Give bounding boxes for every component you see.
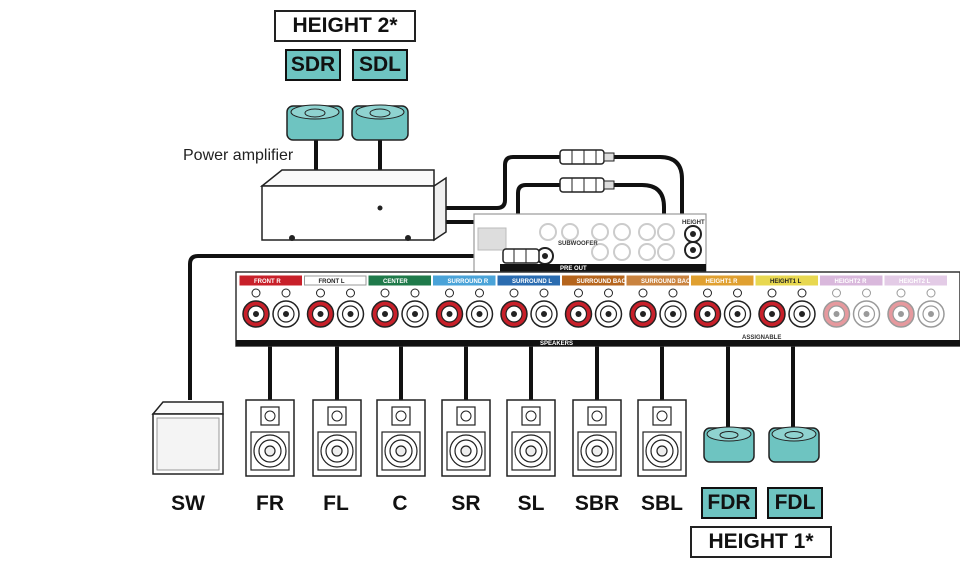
receiver-speaker-panel: FRONT R FRONT L CENTER SURROUND R SURROUND L… [235,271,960,347]
tag-sdl: SDL [352,49,408,81]
terminal-plus [371,288,399,328]
floor-speaker [245,399,295,477]
speaker-label-sr: SR [451,492,481,515]
floor-speaker [506,399,556,477]
terminal-plus [306,288,335,328]
channel-bar [497,275,560,286]
terminal-minus [336,288,365,328]
speaker-label-sbr: SBR [574,492,620,515]
floor-speakers [245,399,687,477]
floor-speaker [312,399,362,477]
channel-bar [820,275,883,286]
terminal-minus [465,288,494,328]
channel-bar-label: FRONT L [319,279,345,285]
channel-bar-label: SURROUND R [448,279,489,285]
terminal-plus [242,288,270,328]
channel-bar-label: FRONT R [254,279,281,285]
terminal-minus [594,288,623,328]
channel-bar [691,275,754,286]
channel-bar-label: HEIGHT2 L [899,279,931,285]
height-preout-label: HEIGHT [682,220,705,226]
floor-speaker [441,399,491,477]
terminal-minus [788,288,816,328]
tag-fdr: FDR [701,487,757,519]
speaker-label-fr: FR [256,492,284,515]
speaker-label-sbl: SBL [641,492,683,515]
channel-bar [755,275,818,286]
channel-bar [368,275,431,286]
terminal-plus [500,288,528,328]
channel-bar [304,275,367,286]
terminal-minus [530,288,558,328]
speaker-label-fl: FL [323,492,349,515]
terminal-minus [723,288,752,328]
terminal-plus [758,288,786,328]
channel-bar [239,275,302,286]
height1-speaker-fdr [703,426,755,463]
channel-bar-label: HEIGHT2 R [835,279,868,285]
terminal-minus [917,288,945,328]
terminal-minus [852,288,881,328]
terminal-plus [435,288,464,328]
height2-title-box: HEIGHT 2* [274,10,416,42]
tag-sdr: SDR [285,49,341,81]
terminal-minus [401,288,429,328]
height2-speaker-sdr [286,104,344,141]
channel-bar [884,275,947,286]
terminal-plus [887,288,915,328]
assignable-label: ASSIGNABLE [742,335,781,341]
terminal-plus [564,288,593,328]
height1-speaker-fdl [768,426,820,463]
terminal-plus [822,288,851,328]
channel-bar-label: CENTER [383,279,408,285]
terminal-plus [629,288,657,328]
channel-bar-label: HEIGHT1 L [770,279,802,285]
floor-speaker [572,399,622,477]
power-amplifier-label: Power amplifier [183,147,294,164]
terminal-minus [272,288,300,328]
tag-fdl: FDL [767,487,823,519]
channel-bar [626,275,689,286]
channel-bar-label: SURROUND BACK L [641,279,700,285]
speakers-label: SPEAKERS [540,341,573,347]
subwoofer-jack-label: SUBWOOFER [558,241,598,247]
channel-bar-label: HEIGHT1 R [706,279,739,285]
power-amplifier [259,169,447,242]
channel-bar [562,275,625,286]
rca-plug-bottom [559,177,615,193]
height1-title-box: HEIGHT 1* [690,526,832,558]
channel-bar-label: SURROUND L [512,279,552,285]
speaker-label-c: C [392,492,408,515]
height2-speaker-sdl [351,104,409,141]
terminal-plus [693,288,722,328]
subwoofer [151,401,224,475]
wires [188,140,795,428]
rca-plug-top [559,149,615,165]
floor-speaker [637,399,687,477]
subwoofer-rca-plug [502,248,540,264]
channel-bar [433,275,496,286]
terminal-minus [659,288,687,328]
speaker-label-sw: SW [171,492,205,515]
speaker-label-sl: SL [517,492,545,515]
preout-label: PRE OUT [560,266,587,272]
channel-bar-label: SURROUND BACK R [577,279,637,285]
floor-speaker [376,399,426,477]
